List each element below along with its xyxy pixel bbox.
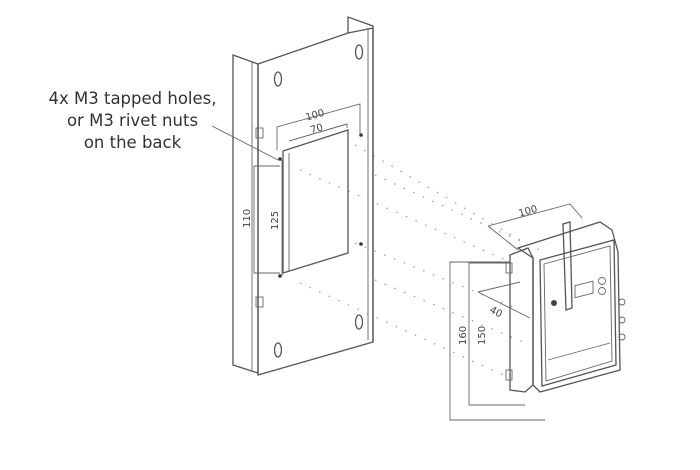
dim-bracket-125: 125 — [270, 211, 281, 230]
mounting-slot-hole — [273, 71, 283, 87]
callout-line-3: on the back — [83, 133, 182, 152]
dim-bracket-110: 110 — [242, 209, 253, 228]
bracket-cutout — [282, 129, 349, 274]
callout-leader-line — [211, 125, 279, 161]
dim-device-height-150: 150 — [477, 326, 488, 345]
dim-device-height-160: 160 — [458, 326, 469, 345]
tapped-hole — [359, 242, 363, 246]
mounting-bracket — [232, 16, 374, 376]
callout-text: 4x M3 tapped holes, or M3 rivet nuts on … — [20, 88, 245, 154]
projection-lines — [299, 144, 541, 379]
mounting-slot-hole — [273, 342, 283, 358]
dim-device-width-100: 100 — [517, 204, 538, 220]
tapped-hole — [278, 274, 282, 278]
dim-device-depth-40: 40 — [487, 305, 503, 321]
dim-bracket-100: 100 — [304, 108, 325, 124]
dim-bracket-70: 70 — [309, 122, 324, 136]
antenna — [562, 221, 573, 311]
mounting-slot-hole — [354, 44, 364, 60]
tapped-hole — [278, 157, 282, 161]
callout-line-2: or M3 rivet nuts — [66, 111, 199, 130]
device-enclosure — [449, 203, 626, 421]
mounting-slot-hole — [354, 314, 364, 330]
callout-line-1: 4x M3 tapped holes, — [48, 89, 217, 108]
